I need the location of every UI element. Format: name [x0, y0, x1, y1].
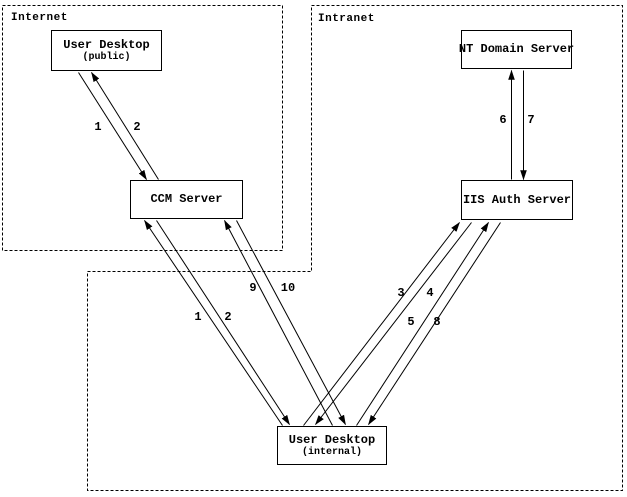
ccm-server-label: CCM Server — [150, 192, 223, 206]
user-desktop-internal-node: User Desktop(internal) — [277, 426, 387, 465]
user-desktop-public-node: User Desktop(public) — [51, 30, 162, 71]
edge-label-step-1: 1 — [94, 120, 102, 134]
user-desktop-public-sublabel: (public) — [82, 51, 131, 63]
edge-line-step-1-user-desktop-internal-to-ccm-server — [144, 219, 283, 426]
internet-region-outline — [2, 5, 283, 251]
edge-line-step-9-user-desktop-internal-to-ccm-server — [224, 219, 333, 426]
edge-line-step-5-user-desktop-internal-to-iis-auth-server — [356, 221, 489, 426]
user-desktop-internal-label: User Desktop — [288, 432, 376, 447]
edge-label-step-1: 1 — [194, 310, 202, 324]
edge-line-step-1-user-desktop-public-to-ccm-server — [78, 72, 147, 181]
edge-line-step-8-iis-auth-server-to-user-desktop-internal — [368, 222, 501, 426]
nt-domain-server-label: NT Domain Server — [458, 42, 575, 56]
edge-label-step-6: 6 — [499, 113, 507, 127]
user-desktop-public-label: User Desktop — [63, 37, 150, 52]
edge-label-step-8: 8 — [433, 315, 441, 329]
iis-auth-server-node: IIS Auth Server — [461, 180, 573, 220]
ccm-server-node: CCM Server — [130, 180, 243, 219]
internet-region-label: Internet — [11, 12, 68, 24]
edge-label-step-10: 10 — [280, 281, 296, 295]
edge-label-step-5: 5 — [407, 315, 415, 329]
nt-domain-server-node: NT Domain Server — [458, 30, 575, 69]
iis-auth-server-label: IIS Auth Server — [462, 192, 572, 207]
edge-label-step-4: 4 — [426, 286, 434, 300]
edge-label-step-3: 3 — [397, 286, 405, 300]
edge-label-step-2: 2 — [224, 310, 232, 324]
edge-label-step-7: 7 — [527, 113, 535, 127]
user-desktop-internal-sublabel: (internal) — [301, 446, 362, 458]
intranet-region-label: Intranet — [318, 13, 375, 25]
edge-label-step-2: 2 — [133, 120, 141, 134]
edge-line-step-10-ccm-server-to-user-desktop-internal — [236, 220, 346, 426]
intranet-region-outline — [87, 5, 623, 491]
edge-line-step-2-ccm-server-to-user-desktop-internal — [156, 220, 290, 426]
edge-line-step-2-ccm-server-to-user-desktop-public — [91, 71, 159, 180]
edge-line-step-3-user-desktop-internal-to-iis-auth-server — [303, 221, 460, 426]
edge-line-step-4-iis-auth-server-to-user-desktop-internal — [315, 222, 472, 426]
edge-label-step-9: 9 — [249, 281, 257, 295]
